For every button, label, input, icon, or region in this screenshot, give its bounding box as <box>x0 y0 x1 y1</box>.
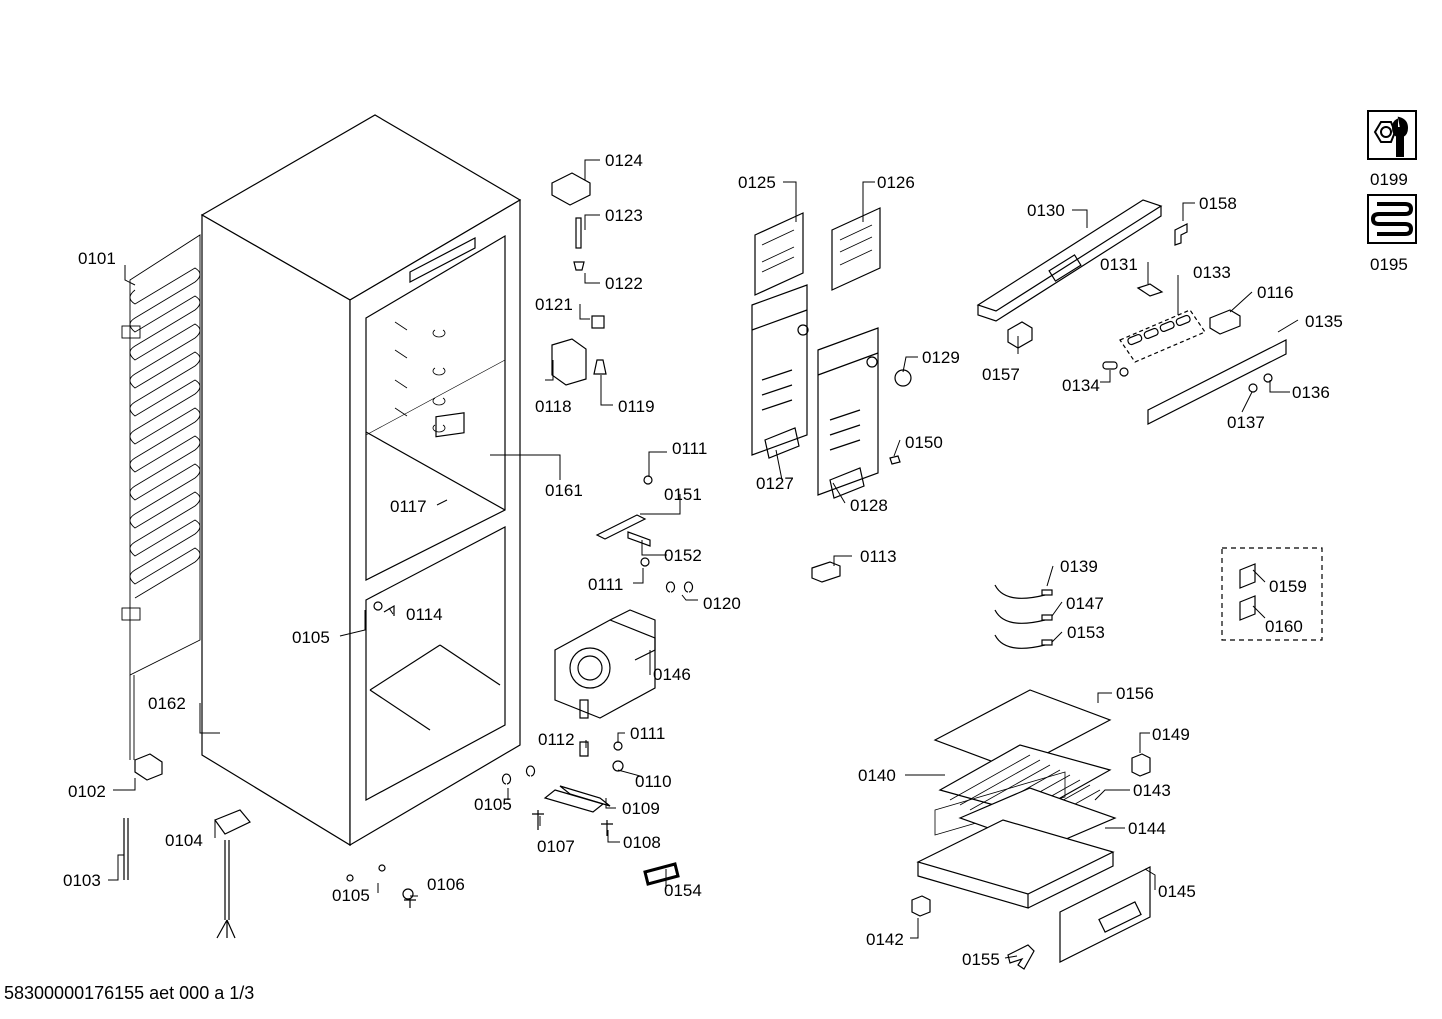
electronics-parts <box>976 199 1287 425</box>
part-label-0162: 0162 <box>148 694 186 713</box>
part-label-0106: 0106 <box>427 875 465 894</box>
small-parts-left <box>123 753 416 939</box>
part-label-0160: 0160 <box>1265 617 1303 636</box>
part-label-0109: 0109 <box>622 799 660 818</box>
legend-label-0199: 0199 <box>1370 170 1408 189</box>
fan-housing <box>554 609 656 719</box>
part-label-0155: 0155 <box>962 950 1000 969</box>
part-label-0104: 0104 <box>165 831 203 850</box>
part-label-0103: 0103 <box>63 871 101 890</box>
part-label-0161: 0161 <box>545 481 583 500</box>
part-label-0159: 0159 <box>1269 577 1307 596</box>
part-label-0153: 0153 <box>1067 623 1105 642</box>
part-label-0105-c: 0105 <box>332 886 370 905</box>
part-label-0143: 0143 <box>1133 781 1171 800</box>
part-label-0122: 0122 <box>605 274 643 293</box>
part-label-0133: 0133 <box>1193 263 1231 282</box>
accessory-kit <box>1221 547 1323 641</box>
part-label-0117: 0117 <box>390 497 427 516</box>
part-label-0116: 0116 <box>1257 283 1294 302</box>
part-label-0147: 0147 <box>1066 594 1104 613</box>
part-label-0111-b: 0111 <box>588 575 624 594</box>
part-label-0154: 0154 <box>664 881 702 900</box>
legend-label-0195: 0195 <box>1370 255 1408 274</box>
control-panels <box>751 207 912 583</box>
part-label-0113: 0113 <box>860 547 897 566</box>
part-label-0126: 0126 <box>877 173 915 192</box>
part-label-0127: 0127 <box>756 474 794 493</box>
part-label-0114: 0114 <box>406 605 443 624</box>
leader-lines <box>108 159 1299 959</box>
tool-icon <box>1367 110 1417 160</box>
part-label-0145: 0145 <box>1158 882 1196 901</box>
part-label-0131: 0131 <box>1100 255 1138 274</box>
part-label-0149: 0149 <box>1152 725 1190 744</box>
part-label-0118: 0118 <box>535 397 572 416</box>
part-label-0101: 0101 <box>78 249 116 268</box>
part-label-0129: 0129 <box>922 348 960 367</box>
evaporator-assembly <box>911 689 1151 970</box>
part-label-0102: 0102 <box>68 782 106 801</box>
part-label-0152: 0152 <box>664 546 702 565</box>
hinge-parts <box>373 172 694 616</box>
part-label-0144: 0144 <box>1128 819 1166 838</box>
part-label-0128: 0128 <box>850 496 888 515</box>
bottom-hinge-parts <box>501 741 680 886</box>
part-label-0158: 0158 <box>1199 194 1237 213</box>
part-label-0140: 0140 <box>858 766 896 785</box>
part-label-0156: 0156 <box>1116 684 1154 703</box>
coil-icon <box>1367 194 1417 244</box>
part-label-0111-a: 0111 <box>672 439 708 458</box>
part-label-0151: 0151 <box>664 485 702 504</box>
part-label-0124: 0124 <box>605 151 643 170</box>
part-label-0107: 0107 <box>537 837 575 856</box>
part-label-0112: 0112 <box>538 730 575 749</box>
part-label-0111-c: 0111 <box>630 724 666 743</box>
part-label-0108: 0108 <box>623 833 661 852</box>
part-label-0146: 0146 <box>653 665 691 684</box>
part-label-0119: 0119 <box>618 397 655 416</box>
document-id: 58300000176155 aet 000 a 1/3 <box>4 983 255 1003</box>
part-label-0121: 0121 <box>535 295 573 314</box>
part-label-0125: 0125 <box>738 173 776 192</box>
part-label-0110: 0110 <box>635 772 672 791</box>
part-label-0120: 0120 <box>703 594 741 613</box>
part-label-0130: 0130 <box>1027 201 1065 220</box>
part-label-0123: 0123 <box>605 206 643 225</box>
part-label-0134: 0134 <box>1062 376 1100 395</box>
part-label-0135: 0135 <box>1305 312 1343 331</box>
cabinet <box>200 114 522 847</box>
part-label-0150: 0150 <box>905 433 943 452</box>
part-label-0105-b: 0105 <box>474 795 512 814</box>
sensor-wires <box>994 584 1053 649</box>
part-label-0157: 0157 <box>982 365 1020 384</box>
part-label-0139: 0139 <box>1060 557 1098 576</box>
part-label-0136: 0136 <box>1292 383 1330 402</box>
part-label-0137: 0137 <box>1227 413 1265 432</box>
part-label-0105-a: 0105 <box>292 628 330 647</box>
condenser-coil <box>121 234 201 760</box>
part-label-0142: 0142 <box>866 930 904 949</box>
